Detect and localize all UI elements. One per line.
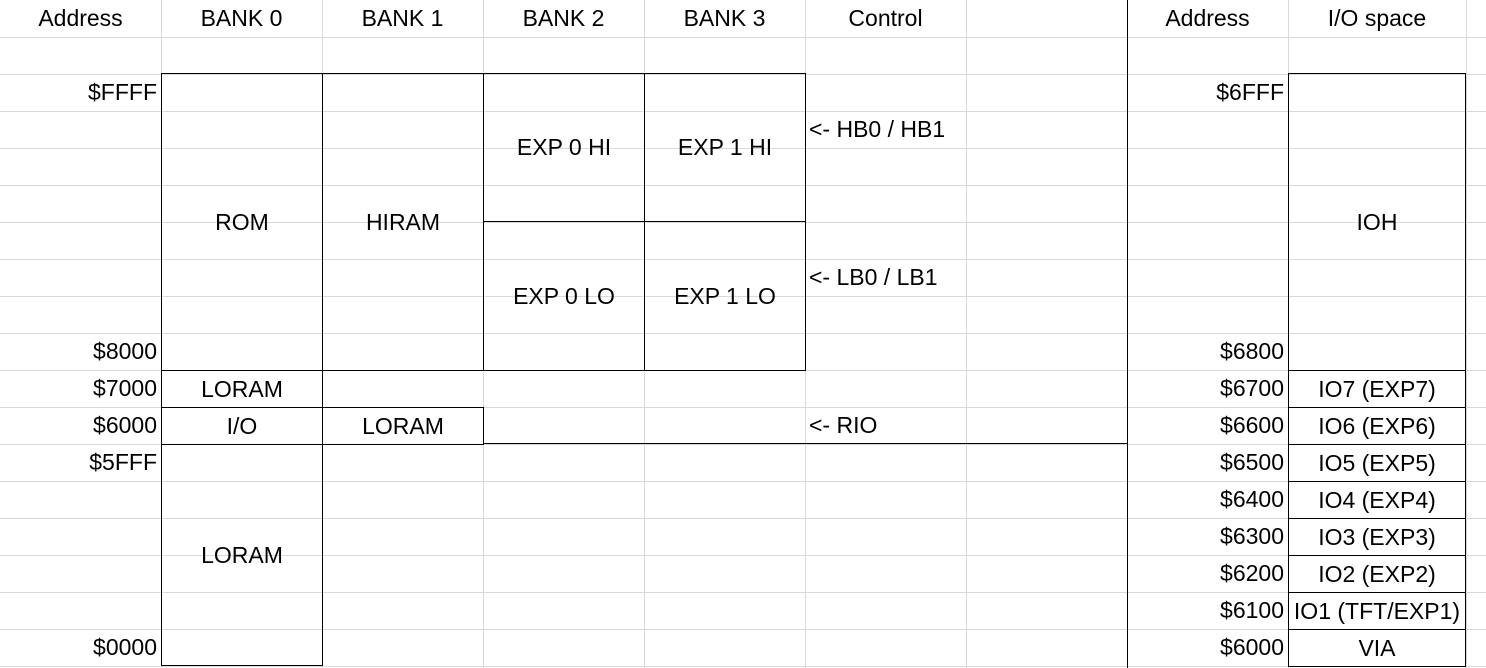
io-io3-block[interactable]: IO3 (EXP3) [1288,518,1466,556]
header-io-space[interactable]: I/O space [1327,5,1427,31]
gridline-horizontal [0,666,1486,667]
gridline-vertical [966,0,967,668]
io-ioh-block[interactable]: IOH [1288,73,1466,371]
rio-row-border [483,443,1127,444]
header-control[interactable]: Control [848,5,923,31]
io-io7-block[interactable]: IO7 (EXP7) [1288,370,1466,408]
header-bank3[interactable]: BANK 3 [683,5,766,31]
gridline-horizontal [0,407,1486,408]
gridline-horizontal [0,111,1486,112]
gridline-horizontal [0,333,1486,334]
io-address-6fff[interactable]: $6FFF [1216,79,1284,105]
header-bank2[interactable]: BANK 2 [522,5,605,31]
bank0-rom-block[interactable]: ROM [161,73,323,371]
io-address-6400[interactable]: $6400 [1220,486,1284,512]
io-address-6800[interactable]: $6800 [1220,338,1284,364]
address-5fff[interactable]: $5FFF [89,449,157,475]
bank1-hiram-block[interactable]: HIRAM [322,73,484,371]
bank0-io-block[interactable]: I/O [161,407,323,445]
header-io-address[interactable]: Address [1165,5,1250,31]
io-io6-block[interactable]: IO6 (EXP6) [1288,407,1466,445]
gridline-vertical [1466,0,1467,668]
address-8000[interactable]: $8000 [93,338,157,364]
bank1-loram-block[interactable]: LORAM [322,407,484,445]
gridline-horizontal [0,296,1486,297]
gridline-horizontal [0,481,1486,482]
control-rio[interactable]: <- RIO [809,412,878,438]
io-io5-block[interactable]: IO5 (EXP5) [1288,444,1466,482]
address-ffff[interactable]: $FFFF [88,79,157,105]
bank2-exp0-lo-block[interactable]: EXP 0 LO [483,221,645,371]
io-address-6200[interactable]: $6200 [1220,560,1284,586]
bank0-loram-7000-block[interactable]: LORAM [161,370,323,408]
io-address-6500[interactable]: $6500 [1220,449,1284,475]
header-bank0[interactable]: BANK 0 [200,5,283,31]
section-separator [1127,0,1128,668]
io-address-6700[interactable]: $6700 [1220,375,1284,401]
gridline-horizontal [0,185,1486,186]
io-address-6000[interactable]: $6000 [1220,634,1284,660]
header-address[interactable]: Address [38,5,123,31]
gridline-horizontal [0,148,1486,149]
io-io4-block[interactable]: IO4 (EXP4) [1288,481,1466,519]
bank0-loram-low-block[interactable]: LORAM [161,444,323,666]
gridline-horizontal [0,222,1486,223]
address-6000[interactable]: $6000 [93,412,157,438]
io-io1-block[interactable]: IO1 (TFT/EXP1) [1288,592,1466,630]
io-via-block[interactable]: VIA [1288,629,1466,667]
gridline-horizontal [0,592,1486,593]
io-io2-block[interactable]: IO2 (EXP2) [1288,555,1466,593]
gridline-horizontal [0,37,1486,38]
gridline-horizontal [0,444,1486,445]
address-7000[interactable]: $7000 [93,375,157,401]
address-0000[interactable]: $0000 [93,634,157,660]
control-hb[interactable]: <- HB0 / HB1 [809,116,946,142]
gridline-horizontal [0,74,1486,75]
gridline-horizontal [0,629,1486,630]
gridline-horizontal [0,555,1486,556]
gridline-horizontal [0,518,1486,519]
bank3-exp1-lo-block[interactable]: EXP 1 LO [644,221,806,371]
bank3-exp1-hi-block[interactable]: EXP 1 HI [644,73,806,222]
io-address-6600[interactable]: $6600 [1220,412,1284,438]
io-address-6100[interactable]: $6100 [1220,597,1284,623]
bank2-exp0-hi-block[interactable]: EXP 0 HI [483,73,645,222]
control-lb[interactable]: <- LB0 / LB1 [809,264,938,290]
gridline-horizontal [0,259,1486,260]
io-address-6300[interactable]: $6300 [1220,523,1284,549]
header-bank1[interactable]: BANK 1 [361,5,444,31]
